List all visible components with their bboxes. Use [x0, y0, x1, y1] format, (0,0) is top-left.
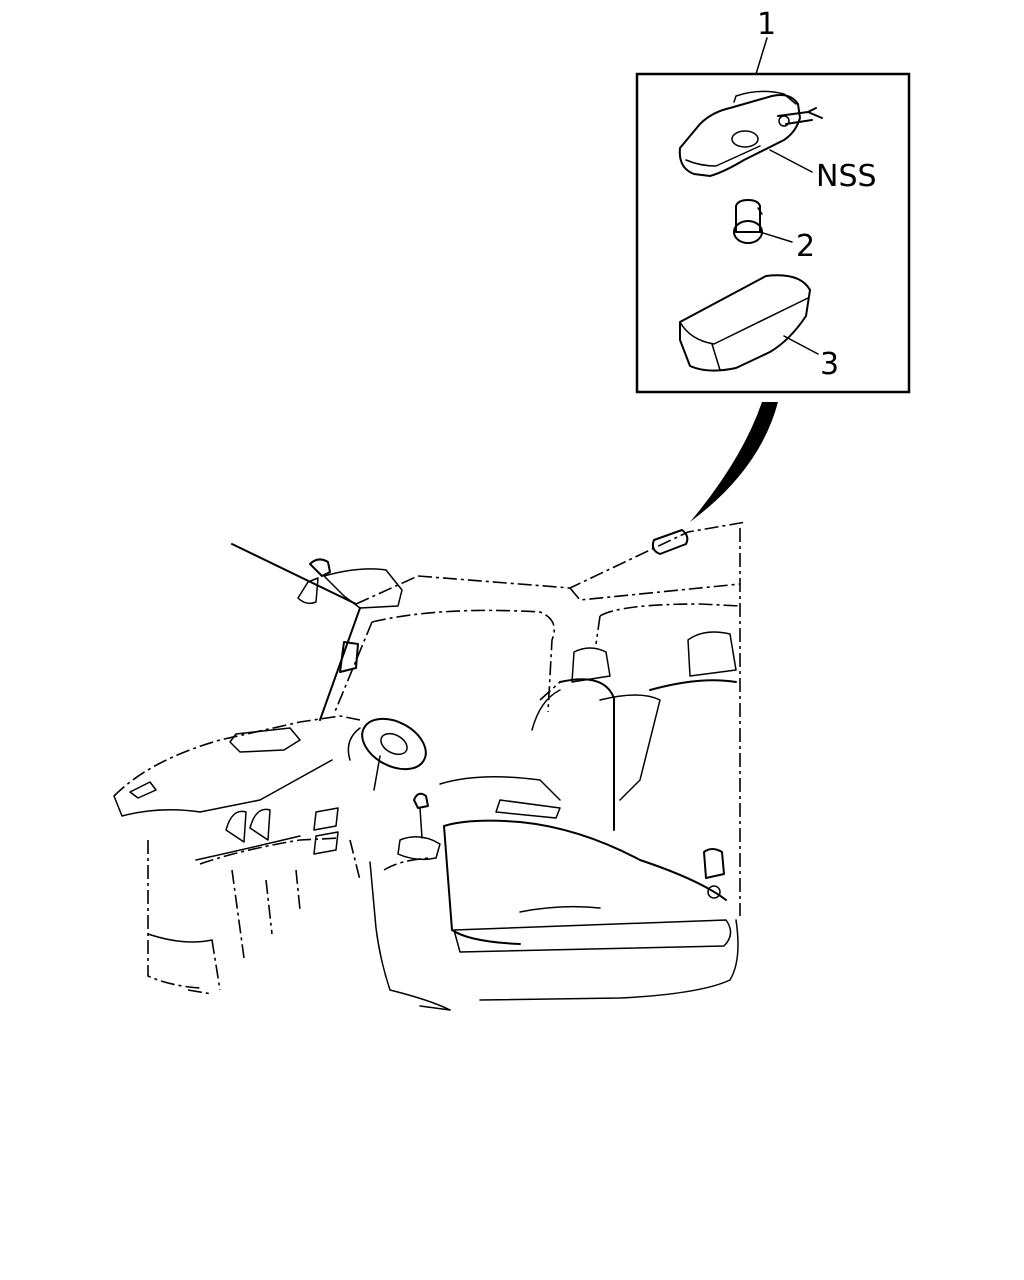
lamp-housing-assembly: [678, 90, 823, 177]
callout-arrow: [690, 402, 778, 522]
detail-inset: [635, 37, 911, 394]
callout-label-1: 1: [757, 7, 776, 42]
leader-line-3: [783, 335, 819, 355]
inset-frame: [635, 72, 911, 394]
leader-line-nss: [769, 149, 813, 173]
leader-line-1: [755, 37, 768, 75]
callout-label-3: 3: [820, 347, 839, 382]
callout-label-2: 2: [796, 229, 815, 264]
lens-cover: [679, 274, 811, 372]
leader-line-2: [759, 231, 793, 243]
cab-interior-illustration: [113, 521, 747, 1011]
callout-label-nss: NSS: [816, 159, 877, 194]
